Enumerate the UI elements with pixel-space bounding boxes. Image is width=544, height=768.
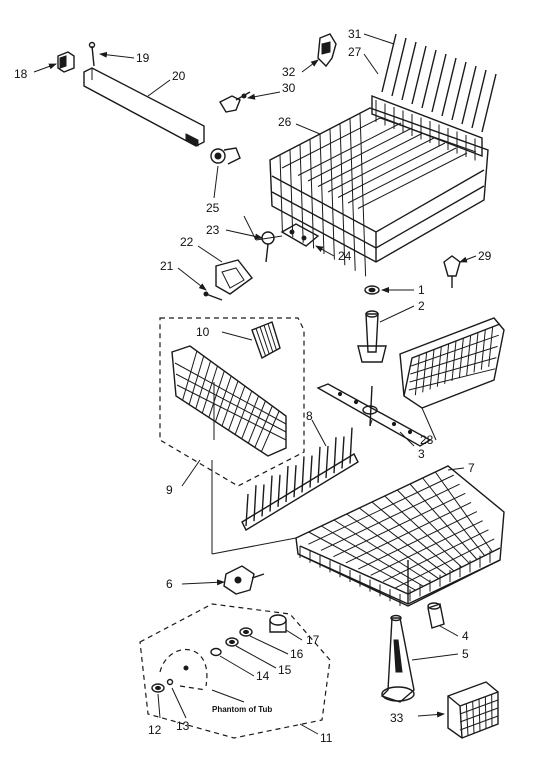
callout-3: 3: [418, 447, 425, 461]
callout-25: 25: [206, 201, 220, 215]
callout-2: 2: [418, 299, 425, 313]
fastener-parts: [151, 614, 287, 693]
kit-box-9: [159, 317, 305, 487]
callout-23: 23: [206, 223, 220, 237]
upper-rack-26: [269, 107, 489, 277]
bracket-24: [280, 223, 320, 247]
bracket-6: [223, 565, 265, 595]
callout-4: 4: [462, 629, 469, 643]
tine-row-27: [371, 94, 483, 161]
basket-28: [399, 317, 505, 409]
rack-insert-9: [171, 345, 287, 457]
lower-rack-7: [295, 465, 505, 607]
clip-30: [219, 91, 251, 113]
callouts: 18 19 20 30 32 31 27 26 25 23 24 22 21 2…: [14, 27, 492, 745]
callout-6: 6: [166, 577, 173, 591]
washer-1: [364, 285, 380, 295]
end-cap-18: [57, 51, 75, 73]
callout-26: 26: [278, 115, 292, 129]
callout-24: 24: [338, 249, 352, 263]
callout-9: 9: [166, 483, 173, 497]
callout-32: 32: [282, 65, 296, 79]
callout-27: 27: [348, 45, 362, 59]
callout-19: 19: [136, 51, 150, 65]
callout-28: 28: [420, 433, 434, 447]
clip-29: [443, 255, 461, 288]
tine-row-8: [241, 427, 359, 531]
callout-8: 8: [306, 409, 313, 423]
callout-1: 1: [418, 283, 425, 297]
callout-7: 7: [468, 461, 475, 475]
callout-5: 5: [462, 647, 469, 661]
insert-10: [251, 321, 281, 360]
tube-5: [380, 614, 415, 703]
spray-arm-3: [316, 383, 432, 447]
tine-row-31: [381, 33, 497, 133]
callout-21: 21: [160, 259, 174, 273]
kit-box-11: [139, 603, 331, 739]
screw-23: [261, 231, 275, 263]
callout-30: 30: [282, 81, 296, 95]
phantom-of-tub-label: Phantom of Tub: [212, 705, 272, 714]
callout-33: 33: [390, 711, 404, 725]
leader-lines: [211, 215, 373, 555]
screw-19: [88, 41, 96, 67]
rail-20: [83, 67, 205, 147]
callout-11: 11: [320, 731, 333, 745]
callout-15: 15: [278, 663, 292, 677]
basket-33: [447, 681, 499, 739]
roller-25: [210, 147, 241, 165]
callout-17: 17: [306, 633, 320, 647]
tube-2: [357, 310, 387, 363]
callout-20: 20: [172, 69, 186, 83]
callout-16: 16: [290, 647, 304, 661]
handle-22: [215, 259, 253, 295]
callout-31: 31: [348, 27, 362, 41]
callout-13: 13: [176, 719, 190, 733]
sleeve-4: [427, 602, 445, 629]
callout-29: 29: [478, 249, 492, 263]
callout-22: 22: [180, 235, 194, 249]
callout-12: 12: [148, 723, 162, 737]
latch-32: [317, 33, 337, 68]
screw-21: [203, 291, 223, 301]
callout-10: 10: [196, 325, 210, 339]
callout-14: 14: [256, 669, 270, 683]
callout-18: 18: [14, 67, 28, 81]
